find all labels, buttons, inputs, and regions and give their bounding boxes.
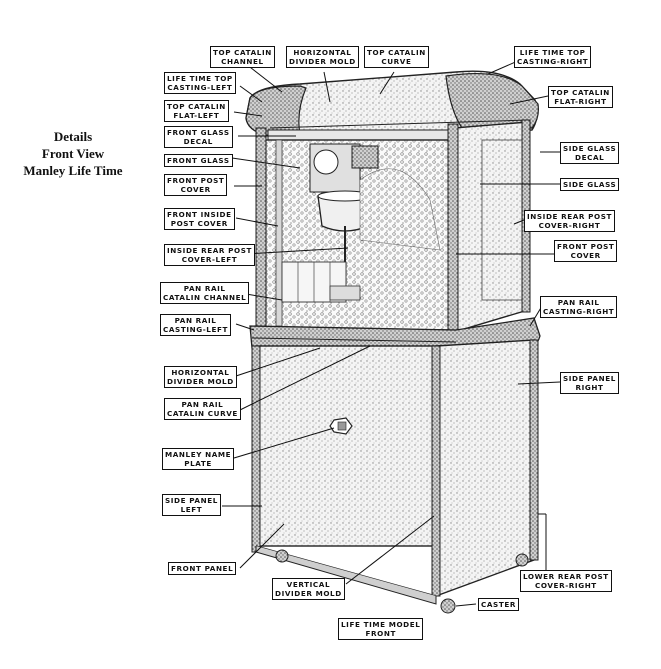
label-front-panel: FRONT PANEL	[168, 562, 237, 575]
side-glass-area	[453, 121, 529, 333]
caster-left	[275, 549, 289, 563]
caption-model-name: Manley Life Time	[23, 163, 123, 178]
caster-right	[515, 553, 529, 567]
caption-front-view: Front View	[41, 146, 105, 161]
top-dome-left-casting	[245, 85, 307, 137]
caption-details: Details	[53, 129, 93, 144]
front-left-post	[255, 127, 267, 335]
leader-lines	[222, 59, 562, 607]
front-right-post	[447, 123, 459, 335]
lower-front-panel	[255, 345, 437, 547]
label-front-glass: FRONT GLASS	[164, 154, 233, 167]
label-caster: CASTER	[478, 598, 519, 611]
label-side-glass: SIDE GLASS	[560, 178, 620, 191]
top-dome-right-casting	[445, 72, 539, 129]
caster-mid	[440, 598, 456, 614]
